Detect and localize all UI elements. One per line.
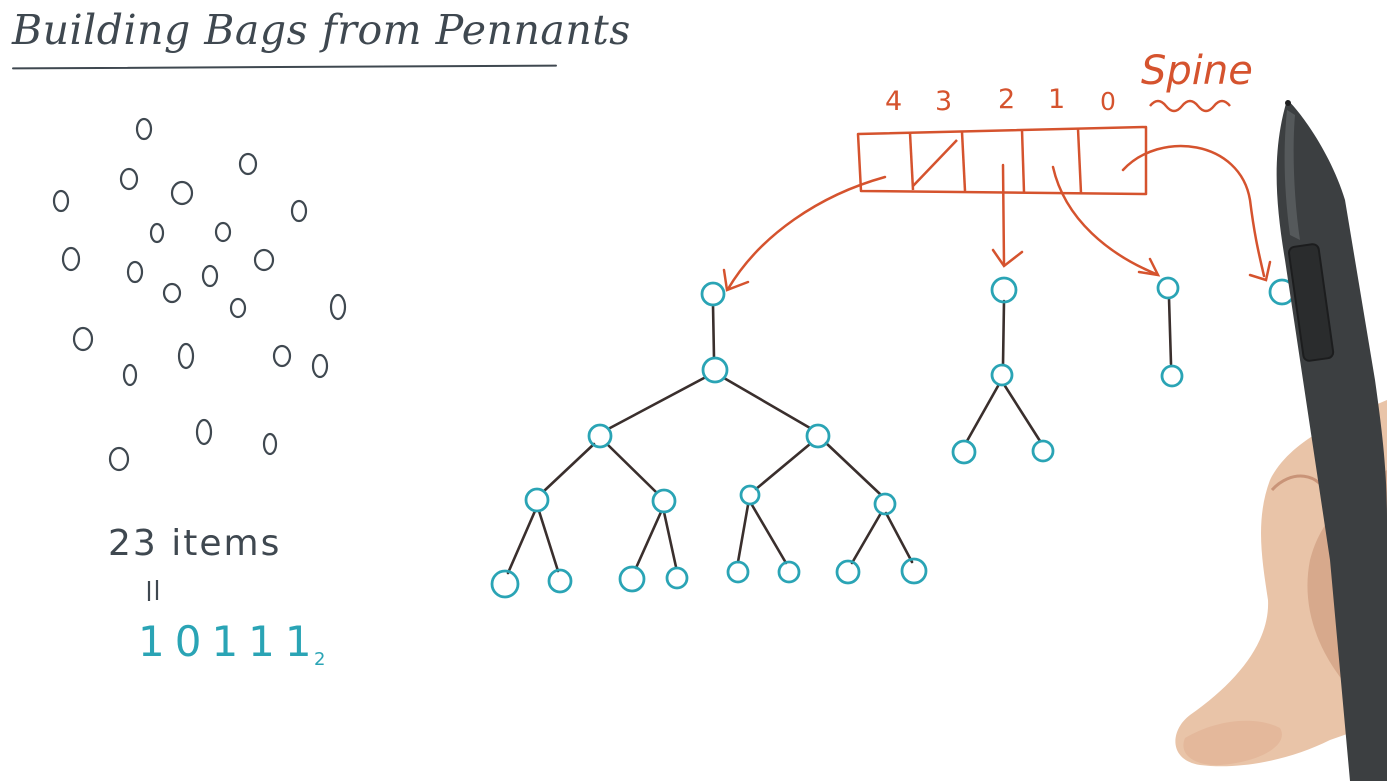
- tree-node: [587, 423, 613, 449]
- item: [238, 152, 258, 176]
- item: [149, 222, 165, 244]
- thumb: [1183, 720, 1282, 766]
- item: [135, 117, 153, 141]
- pen-button: [1287, 243, 1335, 362]
- tree-node: [835, 559, 861, 585]
- item: [162, 282, 182, 304]
- item: [72, 326, 94, 352]
- tree-node: [990, 363, 1014, 387]
- tree-node: [651, 488, 677, 514]
- item: [170, 180, 194, 206]
- item: [311, 353, 329, 379]
- item: [201, 264, 219, 288]
- tree-node: [700, 281, 726, 307]
- tree-node: [726, 560, 750, 584]
- loose-items: [52, 117, 347, 472]
- spine-pointers: [722, 144, 1272, 292]
- item: [229, 297, 247, 319]
- item: [177, 342, 195, 370]
- spine-index-0: 0: [1100, 87, 1116, 116]
- tree-node: [1160, 364, 1184, 388]
- item: [61, 246, 81, 272]
- item: [195, 418, 213, 446]
- tree-nodes: [490, 276, 1296, 599]
- spine-index-3: 3: [935, 86, 952, 117]
- item: [262, 432, 278, 456]
- binary-value: 10111: [138, 617, 322, 666]
- tree-node: [873, 492, 897, 516]
- spine-squiggle: [1149, 99, 1231, 113]
- item: [122, 363, 138, 387]
- tree-node: [900, 557, 928, 585]
- tree-node: [665, 566, 689, 590]
- pen-highlight: [1284, 110, 1300, 240]
- binary-base: 2: [314, 649, 325, 670]
- tree-node: [490, 569, 520, 599]
- tree-node: [701, 356, 729, 384]
- spine-array: [856, 125, 1148, 196]
- tree-edges: [506, 296, 1173, 575]
- tree-node: [524, 487, 550, 513]
- item: [108, 446, 130, 472]
- item: [272, 344, 292, 368]
- page-title: Building Bags from Pennants: [12, 6, 631, 54]
- tree-node: [1156, 276, 1180, 300]
- tree-node: [547, 568, 573, 594]
- tree-node: [990, 276, 1018, 304]
- equals-mark: [147, 580, 159, 601]
- item: [119, 167, 139, 191]
- item: [52, 189, 70, 213]
- tree-node: [777, 560, 801, 584]
- spine-label: Spine: [1141, 48, 1253, 94]
- item: [214, 221, 232, 243]
- tree-node: [805, 423, 831, 449]
- spine-index-4: 4: [885, 86, 902, 117]
- item: [290, 199, 308, 223]
- pen-tip: [1285, 100, 1291, 106]
- spine-index-2: 2: [998, 84, 1015, 115]
- tree-node: [618, 565, 646, 593]
- hand-with-pen: [1175, 100, 1387, 781]
- item: [253, 248, 275, 272]
- tree-node: [951, 439, 977, 465]
- tree-node: [1031, 439, 1055, 463]
- spine-index-1: 1: [1048, 84, 1065, 115]
- items-count-label: 23 items: [108, 523, 281, 564]
- item: [126, 260, 144, 284]
- item: [329, 293, 347, 321]
- tree-node: [739, 484, 761, 506]
